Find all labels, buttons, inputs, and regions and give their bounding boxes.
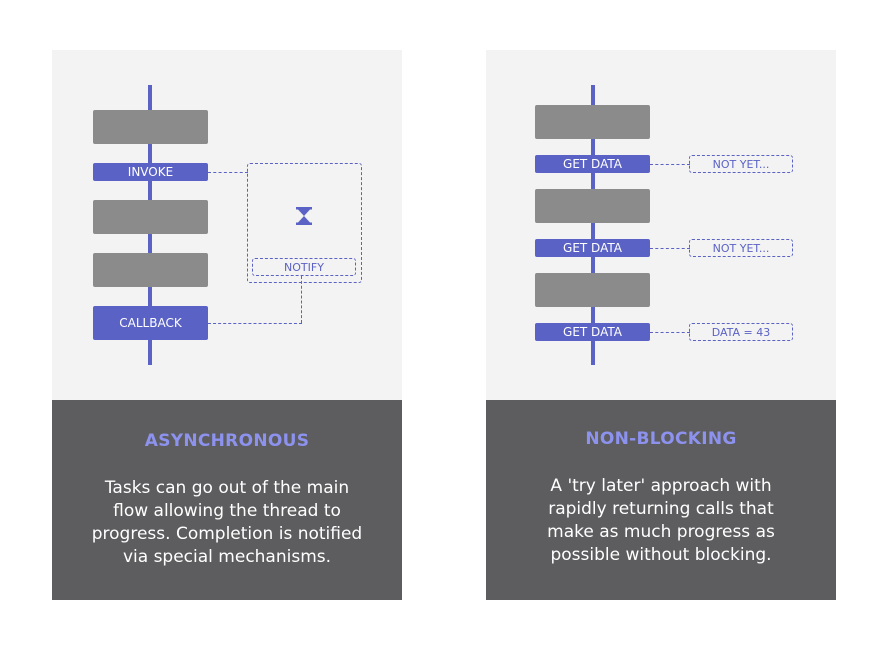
task-block bbox=[93, 253, 208, 287]
task-block bbox=[535, 189, 650, 223]
non-blocking-panel: GET DATA NOT YET... GET DATA NOT YET... … bbox=[486, 50, 836, 600]
task-block bbox=[93, 110, 208, 144]
non-blocking-caption: NON-BLOCKING A 'try later' approach with… bbox=[486, 400, 836, 600]
response-box: NOT YET... bbox=[689, 155, 793, 173]
non-blocking-title: NON-BLOCKING bbox=[585, 429, 737, 449]
asynchronous-diagram: INVOKE CALLBACK NOTIFY bbox=[52, 50, 402, 400]
non-blocking-diagram: GET DATA NOT YET... GET DATA NOT YET... … bbox=[486, 50, 836, 400]
task-block bbox=[93, 200, 208, 234]
invoke-label: INVOKE bbox=[127, 165, 174, 179]
callback-label: CALLBACK bbox=[119, 316, 182, 330]
response-label: DATA = 43 bbox=[711, 325, 771, 339]
response-connector bbox=[650, 332, 690, 333]
asynchronous-description: Tasks can go out of the main flow allowi… bbox=[91, 478, 363, 567]
task-block bbox=[535, 105, 650, 139]
invoke-block: INVOKE bbox=[93, 163, 208, 181]
task-block bbox=[535, 273, 650, 307]
get-data-block: GET DATA bbox=[535, 239, 650, 257]
non-blocking-description: A 'try later' approach with rapidly retu… bbox=[547, 476, 775, 565]
notify-connector-vertical bbox=[301, 276, 302, 323]
get-data-label: GET DATA bbox=[563, 325, 622, 339]
async-task-box bbox=[247, 163, 362, 283]
response-connector bbox=[650, 164, 690, 165]
asynchronous-title: ASYNCHRONOUS bbox=[144, 431, 310, 451]
notify-connector-horizontal bbox=[208, 323, 302, 324]
response-label: NOT YET... bbox=[712, 157, 770, 171]
get-data-block: GET DATA bbox=[535, 155, 650, 173]
invoke-connector bbox=[208, 172, 248, 173]
asynchronous-panel: INVOKE CALLBACK NOTIFY ASYNCHRONOUS Task… bbox=[52, 50, 402, 600]
callback-block: CALLBACK bbox=[93, 306, 208, 340]
response-box: NOT YET... bbox=[689, 239, 793, 257]
notify-label: NOTIFY bbox=[284, 260, 324, 274]
response-label: NOT YET... bbox=[712, 241, 770, 255]
get-data-label: GET DATA bbox=[563, 241, 622, 255]
response-connector bbox=[650, 248, 690, 249]
get-data-block: GET DATA bbox=[535, 323, 650, 341]
main-thread-line bbox=[591, 85, 595, 365]
get-data-label: GET DATA bbox=[563, 157, 622, 171]
hourglass-icon bbox=[296, 207, 312, 225]
asynchronous-caption: ASYNCHRONOUS Tasks can go out of the mai… bbox=[52, 400, 402, 600]
notify-box: NOTIFY bbox=[252, 258, 356, 276]
response-box: DATA = 43 bbox=[689, 323, 793, 341]
